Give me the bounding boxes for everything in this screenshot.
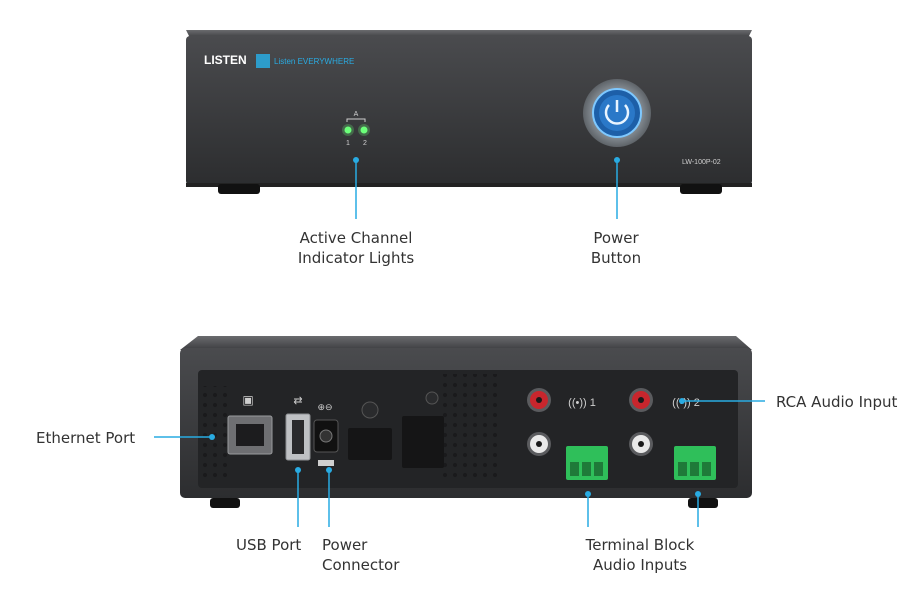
callout-line: Power bbox=[322, 536, 368, 554]
channel-1-led bbox=[344, 126, 352, 134]
callout-line: Terminal Block bbox=[585, 536, 695, 554]
callout-terminal-block: Terminal Block Audio Inputs bbox=[570, 535, 710, 575]
callout-line: RCA Audio Input bbox=[776, 393, 898, 411]
power-icon bbox=[604, 104, 630, 125]
power-button[interactable] bbox=[583, 79, 651, 147]
rear-foot-right bbox=[688, 498, 718, 508]
front-unit: LISTEN Listen EVERYWHERE A 1 2 LW-100P-0… bbox=[186, 30, 752, 194]
terminal-block-2[interactable] bbox=[674, 446, 716, 480]
callout-rca: RCA Audio Input bbox=[776, 392, 897, 412]
front-panel bbox=[186, 36, 752, 185]
brand-logo: LISTEN bbox=[204, 53, 247, 67]
model-number: LW-100P-02 bbox=[682, 159, 721, 166]
callout-ethernet: Ethernet Port bbox=[36, 428, 135, 448]
brand-tagline: Listen EVERYWHERE bbox=[274, 57, 354, 66]
callout-power-button: Power Button bbox=[566, 228, 666, 268]
channel-2-led bbox=[360, 126, 368, 134]
callout-usb: USB Port bbox=[236, 535, 301, 555]
callout-line: Button bbox=[590, 249, 642, 267]
rear-unit: ▣ ⇄ ⊕⊖ ((•)) 1 ((•)) 2 bbox=[180, 336, 752, 508]
logo-wave-icon bbox=[256, 54, 270, 68]
callout-line: Power bbox=[593, 229, 639, 247]
callout-line: Ethernet Port bbox=[36, 429, 136, 447]
callout-line: Indicator Lights bbox=[297, 249, 415, 267]
callout-active-channel: Active Channel Indicator Lights bbox=[286, 228, 426, 268]
callout-line: Active Channel bbox=[299, 229, 413, 247]
vent-center bbox=[440, 374, 500, 480]
terminal-block-1[interactable] bbox=[566, 446, 608, 480]
front-foot-right bbox=[680, 184, 722, 194]
callout-line: Connector bbox=[322, 556, 400, 574]
screw bbox=[425, 391, 439, 405]
audio-input-icon-2: ((•)) 2 bbox=[672, 397, 700, 409]
screw bbox=[361, 401, 379, 419]
network-icon: ▣ bbox=[242, 393, 253, 407]
usb-icon: ⇄ bbox=[293, 395, 302, 407]
channel-2-number: 2 bbox=[363, 140, 367, 147]
callout-power-connector: Power Connector bbox=[322, 535, 399, 575]
vent-left bbox=[200, 386, 228, 478]
leader-lines bbox=[154, 157, 765, 527]
rear-top-edge bbox=[180, 336, 752, 350]
callout-line: USB Port bbox=[236, 536, 302, 554]
channel-1-number: 1 bbox=[346, 140, 350, 147]
audio-input-icon-1: ((•)) 1 bbox=[568, 397, 596, 409]
callout-line: Audio Inputs bbox=[592, 556, 688, 574]
dc-polarity-icon: ⊕⊖ bbox=[317, 402, 332, 412]
channel-label: A bbox=[354, 111, 359, 118]
front-foot-left bbox=[218, 184, 260, 194]
rear-foot-left bbox=[210, 498, 240, 508]
